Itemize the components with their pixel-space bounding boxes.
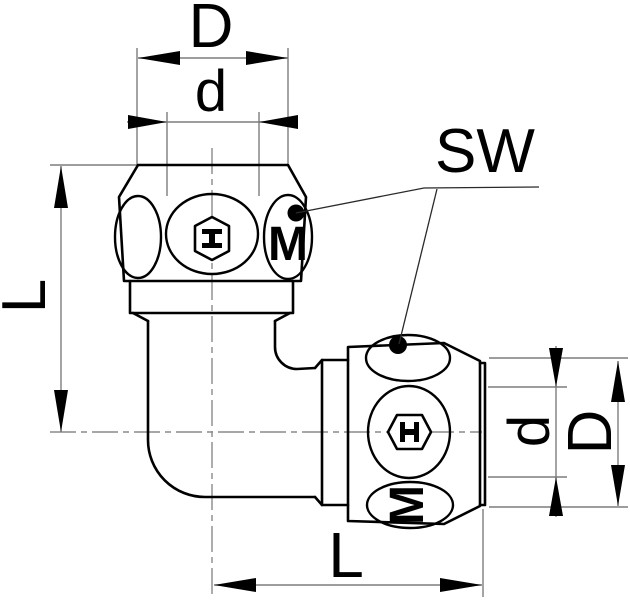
pipe-end-face [478,361,487,507]
dim-label-length-left: L [0,279,59,313]
arrowhead [128,115,167,129]
dim-label-length-bottom: L [328,519,364,591]
top-nut-silhouette [117,163,308,283]
elbow-inner-profile [273,319,317,371]
manufacturer-logo-icon [193,215,231,262]
arrowhead [54,390,68,432]
dim-label-pipe-diameter-top: d [195,59,227,124]
leader-line [295,186,540,214]
arrowhead [54,166,68,208]
leader-line [398,188,438,345]
arrowhead [549,348,563,387]
extension-lines [50,48,628,597]
arrowhead [549,477,563,516]
arrowhead [611,465,625,506]
top-nut-center-facet [164,192,260,276]
dimension-labels: D d SW L L d D [0,0,625,591]
arrowhead [138,51,180,65]
elbow-outer-profile [146,319,317,499]
dim-label-wrench-size: SW [435,117,535,186]
centerlines [50,148,482,597]
nut1-material-mark: M [268,218,308,271]
top-nut-left-facet [113,194,163,280]
arrowhead [214,578,256,592]
arrowhead [611,361,625,402]
arrowhead [259,115,298,129]
manufacturer-logo-icon [386,413,433,451]
right-nut-center-facet [366,384,452,480]
right-collar [320,358,350,507]
right-nut-top-facet [364,333,452,383]
nut-markings: M M [193,215,434,525]
arrowhead [246,51,288,65]
nut2-material-mark: M [381,485,434,525]
dim-label-outer-diameter-top: D [189,0,234,61]
wrench-size-callout [287,186,540,354]
dim-label-outer-diameter-right: D [556,410,625,455]
top-nut-right-facet [262,193,314,281]
right-nut-bottom-facet [365,480,455,530]
leader-dot [389,336,407,354]
top-collar [128,279,295,315]
dimension-arrows [54,51,625,592]
top-collar-chamfer [131,311,292,323]
arrowhead [440,578,482,592]
dim-label-pipe-diameter-right: d [497,415,562,447]
fitting-body [113,163,487,530]
